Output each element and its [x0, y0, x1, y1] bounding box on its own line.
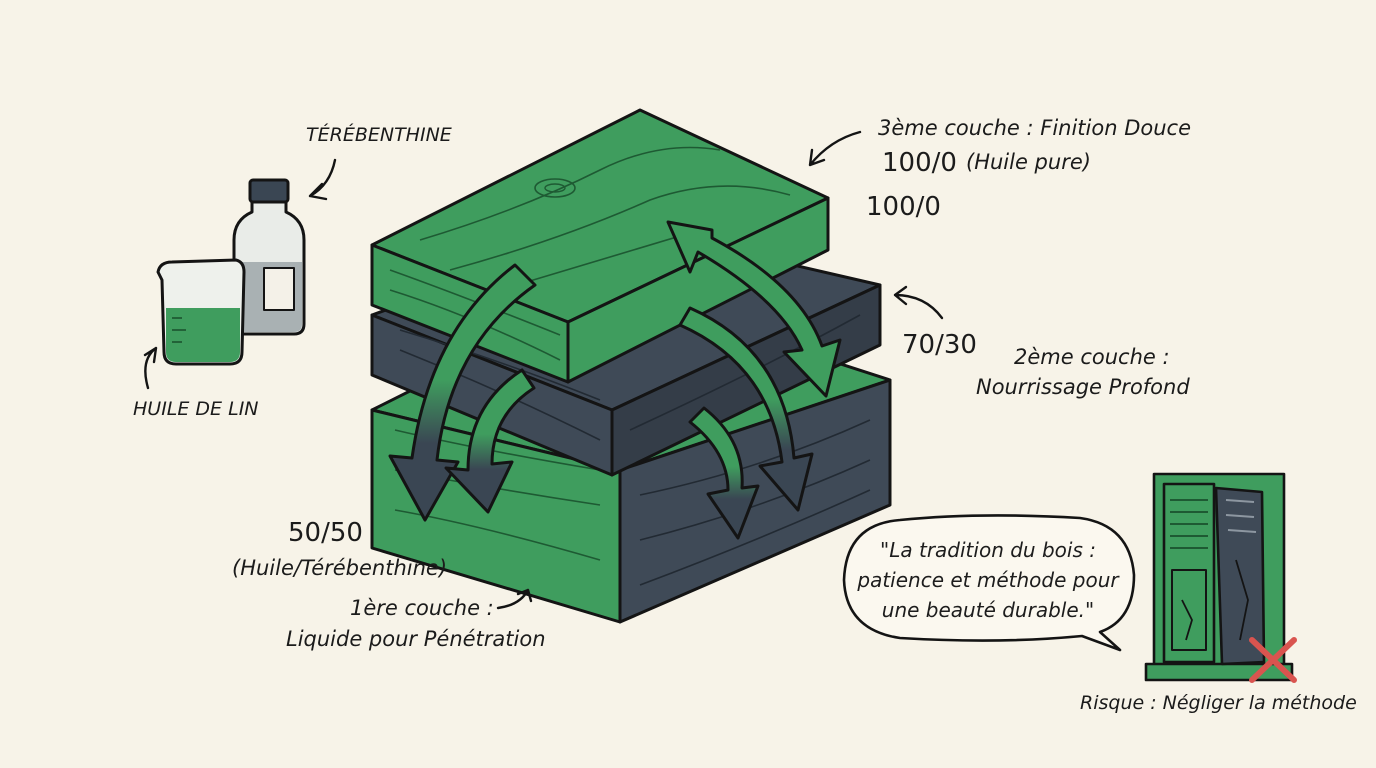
quote-line-1: "La tradition du bois :: [880, 538, 1096, 562]
pointer-top-layer: [808, 130, 862, 167]
risk-label: Risque : Négliger la méthode: [1080, 692, 1357, 714]
pointer-linseed: [143, 346, 158, 390]
bottom-layer-ratio-note: (Huile/Térébenthine): [232, 556, 448, 580]
bottom-layer-title-line2: Liquide pour Pénétration: [286, 627, 546, 651]
top-layer-ratio-note: (Huile pure): [966, 150, 1091, 174]
pointer-middle-layer: [893, 285, 944, 320]
pointer-arrows: [143, 130, 944, 610]
top-layer-ratio-repeat: 100/0: [866, 192, 941, 222]
turpentine-label: TÉRÉBENTHINE: [306, 124, 452, 146]
quote-line-3: une beauté durable.": [881, 598, 1095, 622]
linseed-label: HUILE DE LIN: [133, 398, 259, 420]
linseed-beaker: [156, 258, 246, 366]
quote-bubble: [842, 514, 1136, 652]
turpentine-bottle: [232, 178, 306, 336]
middle-layer-title-line2: Nourrissage Profond: [976, 375, 1190, 399]
arrow-double: [666, 220, 842, 398]
broken-shutter: [1144, 472, 1294, 682]
bottom-layer-ratio: 50/50: [288, 518, 363, 548]
top-layer-ratio: 100/0: [882, 148, 957, 178]
risk-cross-icon: [1249, 637, 1297, 683]
bottom-layer-title-line1: 1ère couche :: [350, 596, 494, 620]
middle-layer-ratio: 70/30: [902, 330, 977, 360]
top-layer-title: 3ème couche : Finition Douce: [878, 116, 1191, 140]
penetration-arrows: [388, 220, 842, 540]
arrow-right-small: [688, 406, 760, 540]
arrow-left-short: [444, 368, 536, 514]
quote-line-2: patience et méthode pour: [857, 568, 1119, 592]
pointer-turpentine: [308, 158, 337, 201]
quote-text: "La tradition du bois : patience et méth…: [852, 535, 1124, 625]
arrow-left-long: [388, 263, 537, 522]
arrow-center-right: [678, 306, 814, 512]
middle-layer-title-line1: 2ème couche :: [1014, 345, 1170, 369]
pointer-bottom-layer: [496, 588, 533, 610]
